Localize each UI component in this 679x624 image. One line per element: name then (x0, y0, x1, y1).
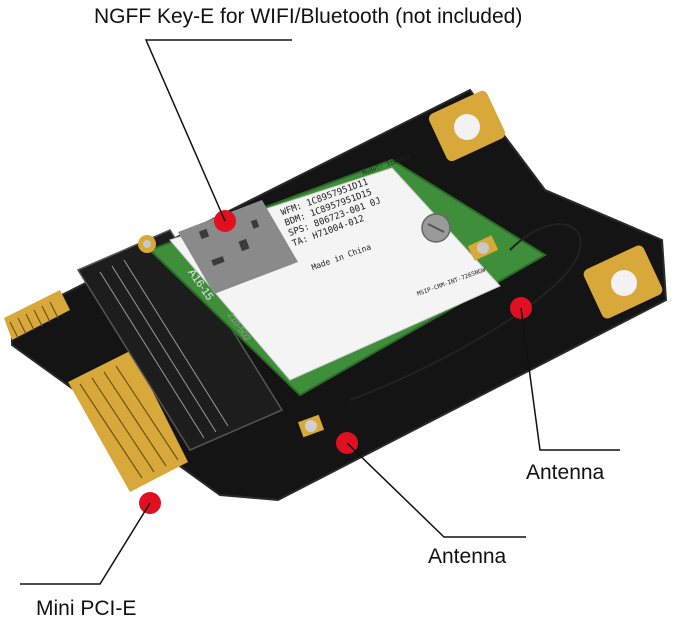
label-antenna-right: Antenna (526, 461, 605, 484)
antenna-connector-top (138, 235, 156, 253)
label-mini-pcie: Mini PCI-E (36, 597, 137, 620)
leader-line-mini-pcie (20, 502, 151, 585)
qr-code (178, 200, 298, 294)
edge-connector-lower (68, 350, 188, 492)
leader-line-ngff (144, 39, 292, 222)
label-ngff-key-e: NGFF Key-E for WIFI/Bluetooth (not inclu… (94, 5, 523, 28)
card-screw (421, 213, 451, 243)
antenna-cable (349, 223, 582, 401)
leader-line-antenna-right (520, 307, 620, 451)
label-antenna-bottom: Antenna (428, 545, 507, 568)
antenna-connector-board (297, 414, 325, 438)
mounting-hole-top-right (428, 90, 506, 162)
antenna-connector-card (467, 235, 499, 261)
leader-line-antenna-bottom (346, 442, 526, 538)
mounting-hole-right (583, 245, 663, 319)
